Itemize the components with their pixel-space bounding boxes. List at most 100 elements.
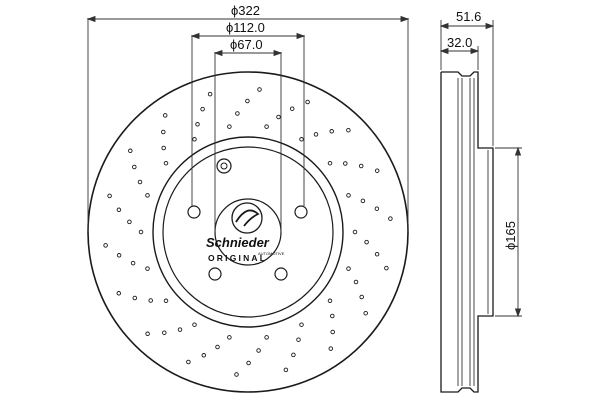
drill-hole: [346, 193, 351, 198]
hat-inner-edge: [162, 146, 334, 318]
drill-hole: [215, 344, 220, 350]
drill-hole: [299, 137, 304, 142]
drill-hole: [374, 251, 380, 257]
bolt-hole: [208, 267, 222, 281]
drill-hole: [384, 265, 389, 271]
drill-hole: [264, 124, 269, 129]
drill-hole: [186, 359, 191, 365]
drill-hole: [103, 243, 108, 248]
side-dimension-lines: [439, 20, 522, 318]
drill-hole: [330, 329, 335, 335]
dim-outer-diameter: ϕ322: [231, 3, 260, 18]
drill-hole: [328, 346, 334, 351]
drill-hole: [130, 260, 136, 266]
dim-hat-diameter: ϕ165: [503, 221, 518, 250]
drill-hole: [163, 160, 169, 166]
locating-hole-inner: [220, 162, 228, 170]
drill-hole: [388, 216, 393, 221]
hat-edge: [152, 136, 344, 328]
dim-disc-thickness: 32.0: [447, 35, 472, 50]
locating-hole: [216, 158, 232, 174]
drill-hole: [352, 229, 358, 235]
drill-hole: [177, 327, 183, 332]
drill-hole: [305, 99, 310, 105]
drill-hole: [327, 160, 333, 166]
drill-hole: [107, 193, 112, 199]
drill-hole: [132, 295, 138, 301]
drill-hole: [353, 279, 359, 285]
drill-hole: [296, 337, 301, 342]
dimension-lines: [86, 15, 410, 232]
drill-hole: [227, 124, 232, 129]
drill-hole: [257, 87, 262, 92]
logo-mark-text: AUTOMOTIVE: [258, 251, 285, 256]
drill-hole: [291, 352, 296, 358]
logo-emblem-icon: [231, 202, 263, 234]
drill-hole: [245, 98, 250, 104]
side-profile: [440, 71, 494, 393]
drill-hole: [327, 298, 333, 304]
drill-hole: [192, 137, 197, 142]
bolt-hole: [294, 205, 308, 219]
drill-hole: [162, 330, 167, 335]
disc-front-view: [87, 71, 409, 393]
drill-hole: [162, 113, 168, 118]
drill-holes: [103, 87, 393, 377]
drill-hole: [116, 291, 122, 296]
dim-bolt-circle: ϕ112.0: [226, 20, 265, 35]
drill-hole: [235, 111, 240, 116]
drill-hole: [200, 106, 205, 112]
drill-hole: [128, 148, 133, 154]
logo-swoosh-icon: [235, 209, 260, 227]
drill-hole: [195, 122, 200, 127]
drill-hole: [227, 335, 232, 340]
drill-hole: [116, 253, 122, 258]
drill-hole: [329, 129, 334, 134]
drill-hole: [201, 353, 207, 358]
drill-hole: [363, 310, 368, 316]
drill-hole: [161, 129, 166, 135]
drill-hole: [163, 298, 169, 304]
drill-hole: [246, 360, 251, 366]
bolt-holes: [187, 205, 308, 281]
drill-hole: [127, 219, 132, 225]
brand-logo: Schnieder ORIGINAL AUTOMOTIVE: [206, 202, 285, 263]
drill-hole: [343, 161, 348, 166]
drill-hole: [264, 335, 269, 340]
drill-hole: [276, 114, 281, 120]
drill-hole: [161, 145, 166, 151]
disc-outer-edge: [87, 71, 409, 393]
drill-hole: [359, 294, 364, 300]
drill-hole: [145, 266, 150, 271]
dim-center-bore: ϕ67.0: [230, 37, 263, 52]
drill-hole: [299, 322, 304, 327]
drill-hole: [289, 106, 295, 111]
drill-hole: [207, 91, 213, 97]
drill-hole: [145, 331, 150, 337]
drill-hole: [283, 367, 289, 373]
drill-hole: [116, 207, 122, 213]
drill-hole: [330, 313, 335, 319]
logo-subline-text: ORIGINAL: [208, 253, 267, 263]
drill-hole: [256, 348, 261, 353]
drill-hole: [234, 372, 239, 377]
drill-hole: [360, 198, 366, 204]
drill-hole: [132, 164, 137, 170]
drill-hole: [374, 168, 380, 173]
logo-brand-text: Schnieder: [206, 235, 270, 250]
dim-total-height: 51.6: [456, 9, 481, 24]
drill-hole: [313, 132, 319, 137]
drill-hole: [364, 239, 369, 245]
drill-hole: [145, 193, 150, 198]
bolt-hole: [187, 205, 201, 219]
drill-hole: [346, 127, 351, 133]
drill-hole: [148, 298, 153, 303]
disc-side-view: [440, 71, 494, 393]
bolt-hole: [274, 267, 288, 281]
drill-hole: [138, 229, 144, 235]
drill-hole: [358, 163, 364, 169]
drill-hole: [374, 206, 380, 211]
drill-hole: [192, 322, 197, 327]
drill-hole: [346, 266, 351, 271]
